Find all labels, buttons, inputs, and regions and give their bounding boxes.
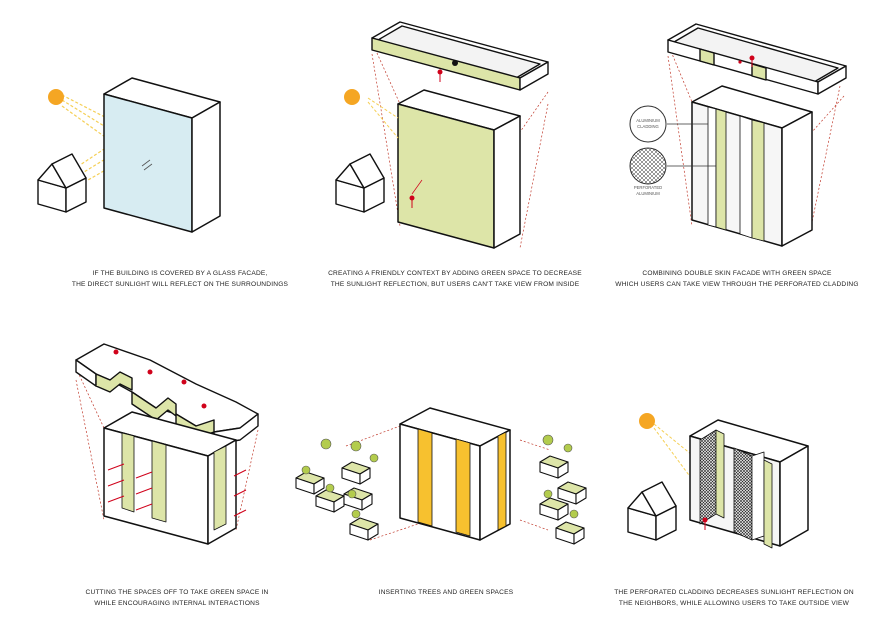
panel-glass-facade — [37, 77, 221, 233]
panel-perforated-cladding — [627, 413, 809, 549]
double-skin-building — [691, 85, 813, 247]
panel-trees — [295, 407, 587, 545]
person-icon — [738, 55, 755, 67]
person-icon — [409, 60, 458, 208]
double-skin-roof — [667, 23, 847, 95]
sun-icon — [639, 413, 655, 429]
house-icon — [37, 153, 87, 213]
perforated-label-2: ALUMINIUM — [636, 191, 660, 196]
house-icon — [335, 153, 385, 213]
caption-line: THE PERFORATED CLADDING DECREASES SUNLIG… — [614, 589, 854, 596]
sun-icon — [48, 89, 64, 105]
caption-trees: INSERTING TREES AND GREEN SPACES — [301, 587, 591, 598]
caption-double-skin: COMBINING DOUBLE SKIN FACADE WITH GREEN … — [592, 268, 880, 290]
caption-line: THE DIRECT SUNLIGHT WILL REFLECT ON THE … — [71, 281, 289, 288]
left-module-stack — [295, 461, 379, 541]
caption-line: WHICH USERS CAN TAKE VIEW THROUGH THE PE… — [615, 281, 859, 288]
perforated-aluminium-swatch — [629, 147, 667, 185]
perforated-label-1: PERFORATED — [634, 185, 662, 190]
caption-line: CUTTING THE SPACES OFF TO TAKE GREEN SPA… — [85, 589, 269, 596]
caption-line: INSERTING TREES AND GREEN SPACES — [378, 589, 514, 596]
caption-line: CREATING A FRIENDLY CONTEXT BY ADDING GR… — [328, 270, 582, 277]
caption-line: COMBINING DOUBLE SKIN FACADE WITH GREEN … — [642, 270, 832, 277]
cut-roof-tray — [75, 343, 259, 445]
aluminium-label-2: CLADDING — [637, 124, 659, 129]
person-icons — [113, 349, 207, 409]
green-building — [397, 89, 521, 249]
caption-line: WHILE ENCOURAGING INTERNAL INTERACTIONS — [94, 600, 260, 607]
cut-building — [103, 411, 237, 545]
caption-perforated-cladding: THE PERFORATED CLADDING DECREASES SUNLIG… — [589, 587, 879, 609]
glass-building — [103, 77, 221, 233]
material-legend: ALUMINIUM CLADDING PERFORATED ALUMINIUM — [629, 105, 716, 196]
caption-green-space: CREATING A FRIENDLY CONTEXT BY ADDING GR… — [310, 268, 600, 290]
panel-green-space — [335, 21, 549, 249]
green-roof-tray — [371, 21, 549, 91]
caption-line: THE SUNLIGHT REFLECTION, BUT USERS CAN'T… — [330, 281, 580, 288]
house-icon — [627, 481, 677, 541]
caption-cut-spaces: CUTTING THE SPACES OFF TO TAKE GREEN SPA… — [32, 587, 322, 609]
sun-icon — [344, 89, 360, 105]
caption-line: IF THE BUILDING IS COVERED BY A GLASS FA… — [92, 270, 268, 277]
tree-building — [399, 407, 511, 541]
panel-cut-spaces — [75, 343, 259, 545]
aluminium-label-1: ALUMINIUM — [636, 118, 660, 123]
aluminium-cladding-swatch — [629, 105, 667, 143]
panel-double-skin: ALUMINIUM CLADDING PERFORATED ALUMINIUM — [629, 23, 847, 247]
airflow-arrows — [107, 463, 247, 517]
cladding-building — [689, 419, 809, 549]
caption-line: THE NEIGHBORS, WHILE ALLOWING USERS TO T… — [618, 600, 850, 607]
caption-glass-facade: IF THE BUILDING IS COVERED BY A GLASS FA… — [35, 268, 325, 290]
right-tree-icons — [542, 434, 579, 519]
left-tree-icons — [301, 438, 379, 519]
right-module-stack — [539, 455, 587, 545]
person-icon — [702, 517, 708, 530]
